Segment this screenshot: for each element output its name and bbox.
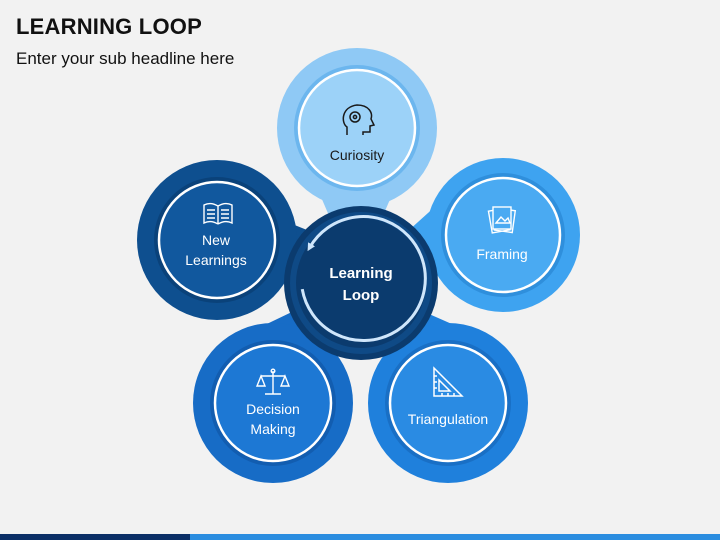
petal-label-decision: Decision [246, 401, 300, 417]
petal-framing[interactable]: Framing [426, 158, 580, 312]
petal-label-triangulation: Triangulation [408, 411, 488, 427]
petal-label-learnings: Learnings [185, 252, 247, 268]
petal-decision-making[interactable]: Decision Making [193, 323, 353, 483]
loop-arrow-icon [300, 215, 427, 343]
bottom-accent-bar [0, 534, 720, 540]
petal-label-framing: Framing [476, 246, 527, 262]
set-square-icon [433, 366, 464, 397]
petal-triangulation[interactable]: Triangulation [368, 323, 528, 483]
petal-label-new: New [202, 232, 231, 248]
documents-icon [487, 206, 517, 234]
center-hub: Learning Loop [284, 206, 438, 360]
petal-new-learnings[interactable]: New Learnings [137, 160, 297, 320]
slide-title: LEARNING LOOP [16, 14, 202, 39]
petal-curiosity[interactable]: Curiosity [277, 48, 437, 208]
center-label-line2: Loop [343, 287, 380, 304]
petal-label-curiosity: Curiosity [330, 147, 384, 163]
open-book-icon [203, 202, 233, 225]
balance-scale-icon [255, 368, 291, 395]
slide-subtitle: Enter your sub headline here [16, 49, 235, 68]
head-gear-icon [342, 104, 376, 135]
petal-label-making: Making [250, 421, 295, 437]
center-label-line1: Learning [329, 265, 392, 282]
